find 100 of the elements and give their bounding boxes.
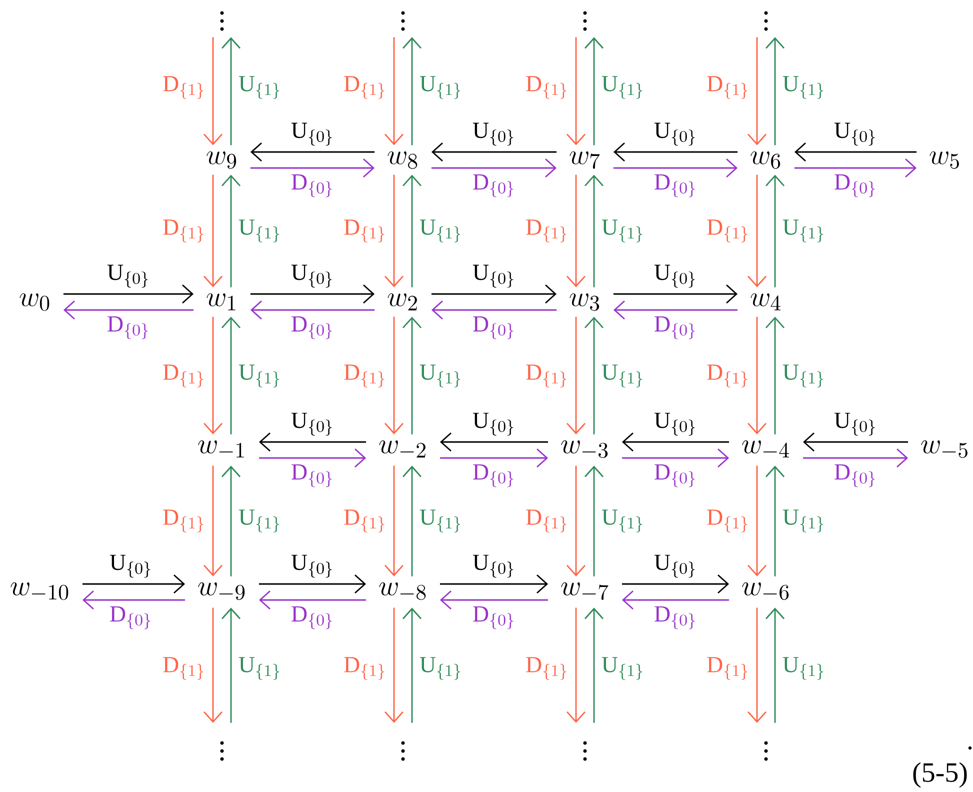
arrow xyxy=(766,37,785,146)
edge-label: $\mathrm{D}_{\{0\}}$ xyxy=(473,464,514,488)
arrow xyxy=(440,590,548,610)
edge-label: $\mathrm{D}_{\{0\}}$ xyxy=(834,174,875,198)
arrow xyxy=(584,466,604,576)
edge-label: $\mathrm{U}_{\{1\}}$ xyxy=(238,657,280,680)
edge-label: $\mathrm{D}_{\{1\}}$ xyxy=(344,510,384,532)
edge-label: $\mathrm{D}_{\{0\}}$ xyxy=(292,316,332,340)
edge-label: $\mathrm{U}_{\{1\}}$ xyxy=(420,364,460,388)
edge-label: $\mathrm{U}_{\{0\}}$ xyxy=(472,264,514,288)
edge-label: $\mathrm{U}_{\{1\}}$ xyxy=(602,364,642,388)
arrow xyxy=(584,608,604,723)
edge-label: $\mathrm{D}_{\{0\}}$ xyxy=(292,174,332,198)
ellipsis: $\vdots$ xyxy=(220,11,224,31)
math-label: $w_{-1}$ xyxy=(198,440,244,458)
edge-label: $\mathrm{D}_{\{1\}}$ xyxy=(707,76,748,99)
edge-label: $\mathrm{D}_{\{1\}}$ xyxy=(707,657,748,680)
arrow xyxy=(802,432,908,452)
arrow xyxy=(221,316,241,434)
arrow xyxy=(431,300,557,320)
arrow xyxy=(250,142,375,162)
math-label: $w_{-2}$ xyxy=(379,440,426,458)
edge-label: $\mathrm{D}_{\{0\}}$ xyxy=(654,464,695,488)
arrow xyxy=(402,37,422,146)
punctuation-mark: . xyxy=(968,746,972,750)
arrow xyxy=(748,37,767,146)
arrow xyxy=(802,448,908,468)
arrow xyxy=(766,174,785,288)
edge-label: $\mathrm{D}_{\{0\}}$ xyxy=(473,316,514,340)
arrow xyxy=(221,608,241,723)
arrow xyxy=(250,158,375,178)
edge-label: $\mathrm{D}_{\{0\}}$ xyxy=(473,606,514,630)
edge-label: $\mathrm{D}_{\{1\}}$ xyxy=(163,510,204,532)
arrow xyxy=(258,432,366,452)
edge-label: $\mathrm{U}_{\{1\}}$ xyxy=(420,510,460,532)
edge-label: $\mathrm{D}_{\{1\}}$ xyxy=(526,220,566,242)
arrow xyxy=(258,574,366,594)
ellipsis: $\vdots$ xyxy=(764,741,768,761)
edge-label: $\mathrm{U}_{\{0\}}$ xyxy=(834,122,875,146)
edge-label: $\mathrm{D}_{\{1\}}$ xyxy=(163,76,204,99)
edge-label: $\mathrm{D}_{\{1\}}$ xyxy=(707,364,748,388)
edge-label: $\mathrm{U}_{\{1\}}$ xyxy=(420,657,460,680)
edge-label: $\mathrm{D}_{\{1\}}$ xyxy=(344,364,384,388)
edge-label: $\mathrm{U}_{\{1\}}$ xyxy=(238,220,280,242)
arrow xyxy=(440,432,548,452)
edge-label: $\mathrm{D}_{\{1\}}$ xyxy=(163,657,204,680)
arrow xyxy=(203,608,223,723)
math-label: $w_{-7}$ xyxy=(561,582,608,600)
arrow xyxy=(613,284,738,304)
arrow xyxy=(613,300,738,320)
edge-label: $\mathrm{D}_{\{1\}}$ xyxy=(163,364,204,388)
arrow xyxy=(794,158,917,178)
arrow xyxy=(584,174,604,288)
edge-label: $\mathrm{U}_{\{1\}}$ xyxy=(238,364,280,388)
arrow xyxy=(384,316,404,434)
edge-label: $\mathrm{D}_{\{1\}}$ xyxy=(163,220,204,242)
edge-label: $\mathrm{D}_{\{0\}}$ xyxy=(654,174,695,198)
arrow xyxy=(384,608,404,723)
arrow xyxy=(402,316,422,434)
edge-label: $\mathrm{U}_{\{1\}}$ xyxy=(782,76,824,99)
arrow xyxy=(794,142,917,162)
edge-label: $\mathrm{U}_{\{0\}}$ xyxy=(472,554,514,578)
arrow xyxy=(622,574,730,594)
math-label: $w_{-3}$ xyxy=(561,440,608,458)
arrow xyxy=(622,590,730,610)
math-label: $w_{-10}$ xyxy=(10,582,68,600)
ellipsis: $\vdots$ xyxy=(583,741,587,761)
arrow xyxy=(82,590,186,610)
arrow xyxy=(250,300,375,320)
arrow xyxy=(384,37,404,146)
math-label: $w_{4}$ xyxy=(750,293,780,310)
edge-label: $\mathrm{D}_{\{0\}}$ xyxy=(654,606,695,630)
edge-label: $\mathrm{U}_{\{1\}}$ xyxy=(602,220,642,242)
arrow xyxy=(566,466,586,576)
arrow xyxy=(250,284,375,304)
edge-label: $\mathrm{U}_{\{1\}}$ xyxy=(602,510,642,532)
arrow xyxy=(203,466,223,576)
edge-label: $\mathrm{U}_{\{0\}}$ xyxy=(291,264,332,288)
ellipsis: $\vdots$ xyxy=(764,11,768,31)
edge-label: $\mathrm{U}_{\{0\}}$ xyxy=(472,412,514,436)
math-label: $w_{-5}$ xyxy=(921,440,968,458)
math-label: $w_{2}$ xyxy=(388,293,417,310)
math-label: $w_{8}$ xyxy=(388,151,418,169)
math-label: $w_{0}$ xyxy=(20,293,50,311)
edge-label: $\mathrm{U}_{\{0\}}$ xyxy=(472,122,514,146)
math-label: $w_{1}$ xyxy=(206,293,236,310)
edge-label: $\mathrm{D}_{\{0\}}$ xyxy=(473,174,514,198)
edge-label: $\mathrm{D}_{\{1\}}$ xyxy=(707,510,748,532)
arrow xyxy=(203,37,223,146)
arrow xyxy=(431,158,557,178)
math-label: $w_{3}$ xyxy=(570,293,600,311)
math-label: $w_{6}$ xyxy=(750,151,780,169)
arrow xyxy=(613,142,738,162)
edge-label: $\mathrm{D}_{\{1\}}$ xyxy=(526,510,566,532)
arrow xyxy=(748,466,767,576)
edge-label: $\mathrm{U}_{\{1\}}$ xyxy=(602,76,642,99)
arrow xyxy=(221,37,241,146)
equation-number: (5-5) xyxy=(913,762,967,788)
edge-label: $\mathrm{U}_{\{1\}}$ xyxy=(238,510,280,532)
arrow xyxy=(402,174,422,288)
